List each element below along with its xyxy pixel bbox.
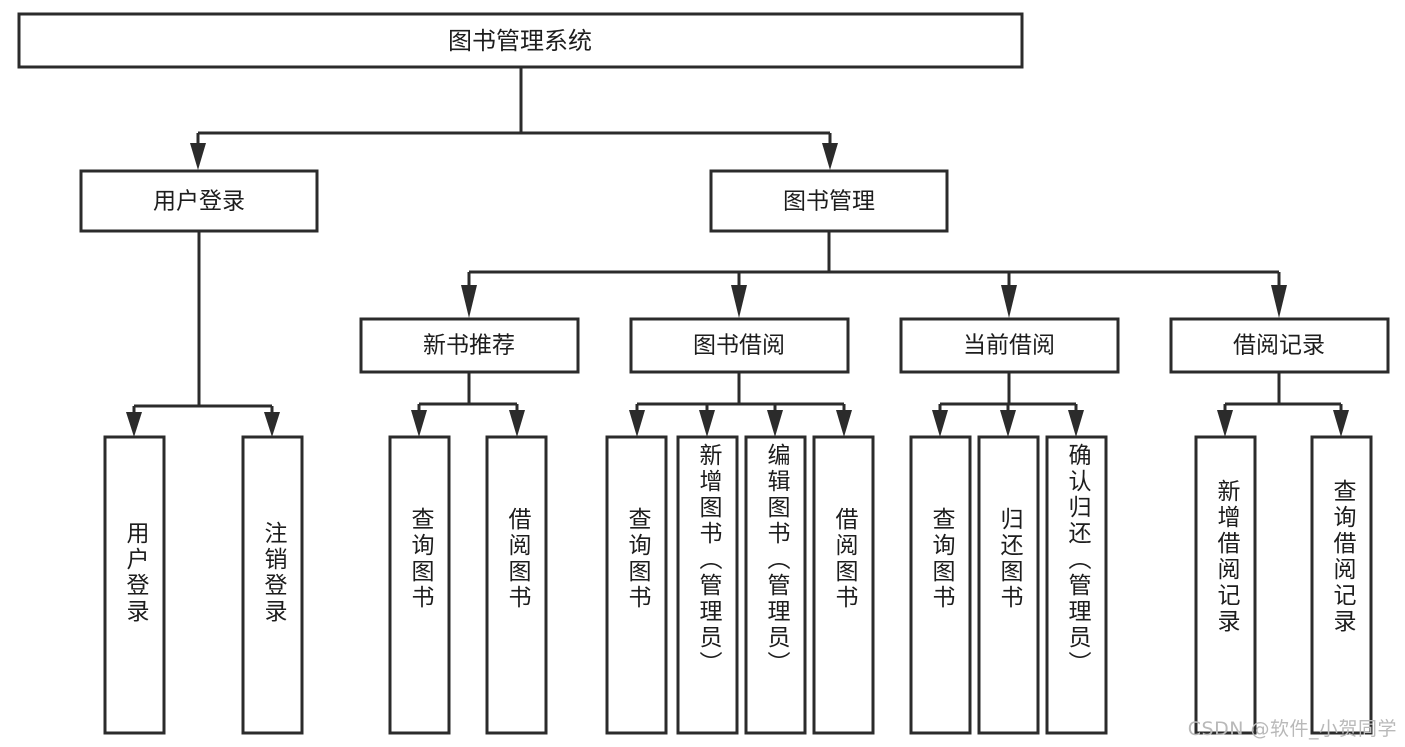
new-book-recommend-box (359, 317, 580, 374)
leaf-box-query-book-1[interactable] (388, 435, 451, 735)
arrow-head-leaf-query-book-1 (411, 410, 427, 437)
book-borrow-label: 图书借阅 (693, 333, 785, 359)
leaf-box-borrow-book-2[interactable] (812, 435, 875, 735)
arrow-head-leaf-borrow-book-2 (836, 410, 852, 437)
user-login-label: 用户登录 (153, 189, 245, 215)
leaf-box-return-book[interactable] (977, 435, 1040, 735)
arrow-head-leaf-logout (264, 412, 280, 437)
arrow-head-leaf-add-book (699, 410, 715, 437)
node-book-manage[interactable]: 图书管理 (709, 169, 949, 233)
node-borrow-record[interactable]: 借阅记录 (1169, 317, 1390, 374)
arrow-head-book-manage (822, 143, 838, 170)
new-book-recommend-label: 新书推荐 (423, 333, 515, 359)
arrow-head-leaf-query-record (1333, 410, 1349, 437)
node-new-book-recommend[interactable]: 新书推荐 (359, 317, 580, 374)
node-current-borrow[interactable]: 当前借阅 (899, 317, 1120, 374)
book-manage-box (709, 169, 949, 233)
arrow-head-new-book-recommend (461, 285, 477, 318)
arrow-head-user-login (190, 143, 206, 170)
borrow-record-label: 借阅记录 (1233, 333, 1325, 359)
leaf-box-query-record[interactable] (1310, 435, 1373, 735)
arrow-head-borrow-record (1271, 285, 1287, 318)
node-user-login[interactable]: 用户登录 (79, 169, 319, 233)
arrow-head-leaf-query-book-2 (629, 410, 645, 437)
arrow-head-leaf-query-book-3 (932, 410, 948, 437)
leaf-box-edit-book[interactable] (744, 435, 807, 735)
root-box (17, 12, 1024, 69)
arrow-head-leaf-return-book (1000, 410, 1016, 437)
leaf-box-logout[interactable] (241, 435, 304, 735)
leaf-box-add-book[interactable] (676, 435, 739, 735)
leaf-box-query-book-3[interactable] (909, 435, 972, 735)
leaf-box-query-book-2[interactable] (605, 435, 668, 735)
arrow-head-leaf-add-record (1217, 410, 1233, 437)
current-borrow-box (899, 317, 1120, 374)
book-manage-label: 图书管理 (783, 189, 875, 215)
arrow-head-leaf-confirm-return (1068, 410, 1084, 437)
current-borrow-label: 当前借阅 (963, 333, 1055, 359)
borrow-record-box (1169, 317, 1390, 374)
arrow-head-leaf-edit-book (767, 410, 783, 437)
node-book-borrow[interactable]: 图书借阅 (629, 317, 850, 374)
arrow-head-leaf-user-login (126, 412, 142, 437)
leaf-box-borrow-book-1[interactable] (485, 435, 548, 735)
root-label: 图书管理系统 (448, 27, 592, 55)
arrow-head-current-borrow (1001, 285, 1017, 318)
book-borrow-box (629, 317, 850, 374)
arrow-head-leaf-borrow-book-1 (509, 410, 525, 437)
node-root[interactable]: 图书管理系统 (17, 12, 1024, 69)
leaf-box-add-record[interactable] (1194, 435, 1257, 735)
csdn-watermark: CSDN @软件_小贺同学 (1187, 718, 1397, 740)
leaf-box-user-login[interactable] (103, 435, 166, 735)
leaf-box-confirm-return[interactable] (1045, 435, 1108, 735)
arrow-head-book-borrow (731, 285, 747, 318)
